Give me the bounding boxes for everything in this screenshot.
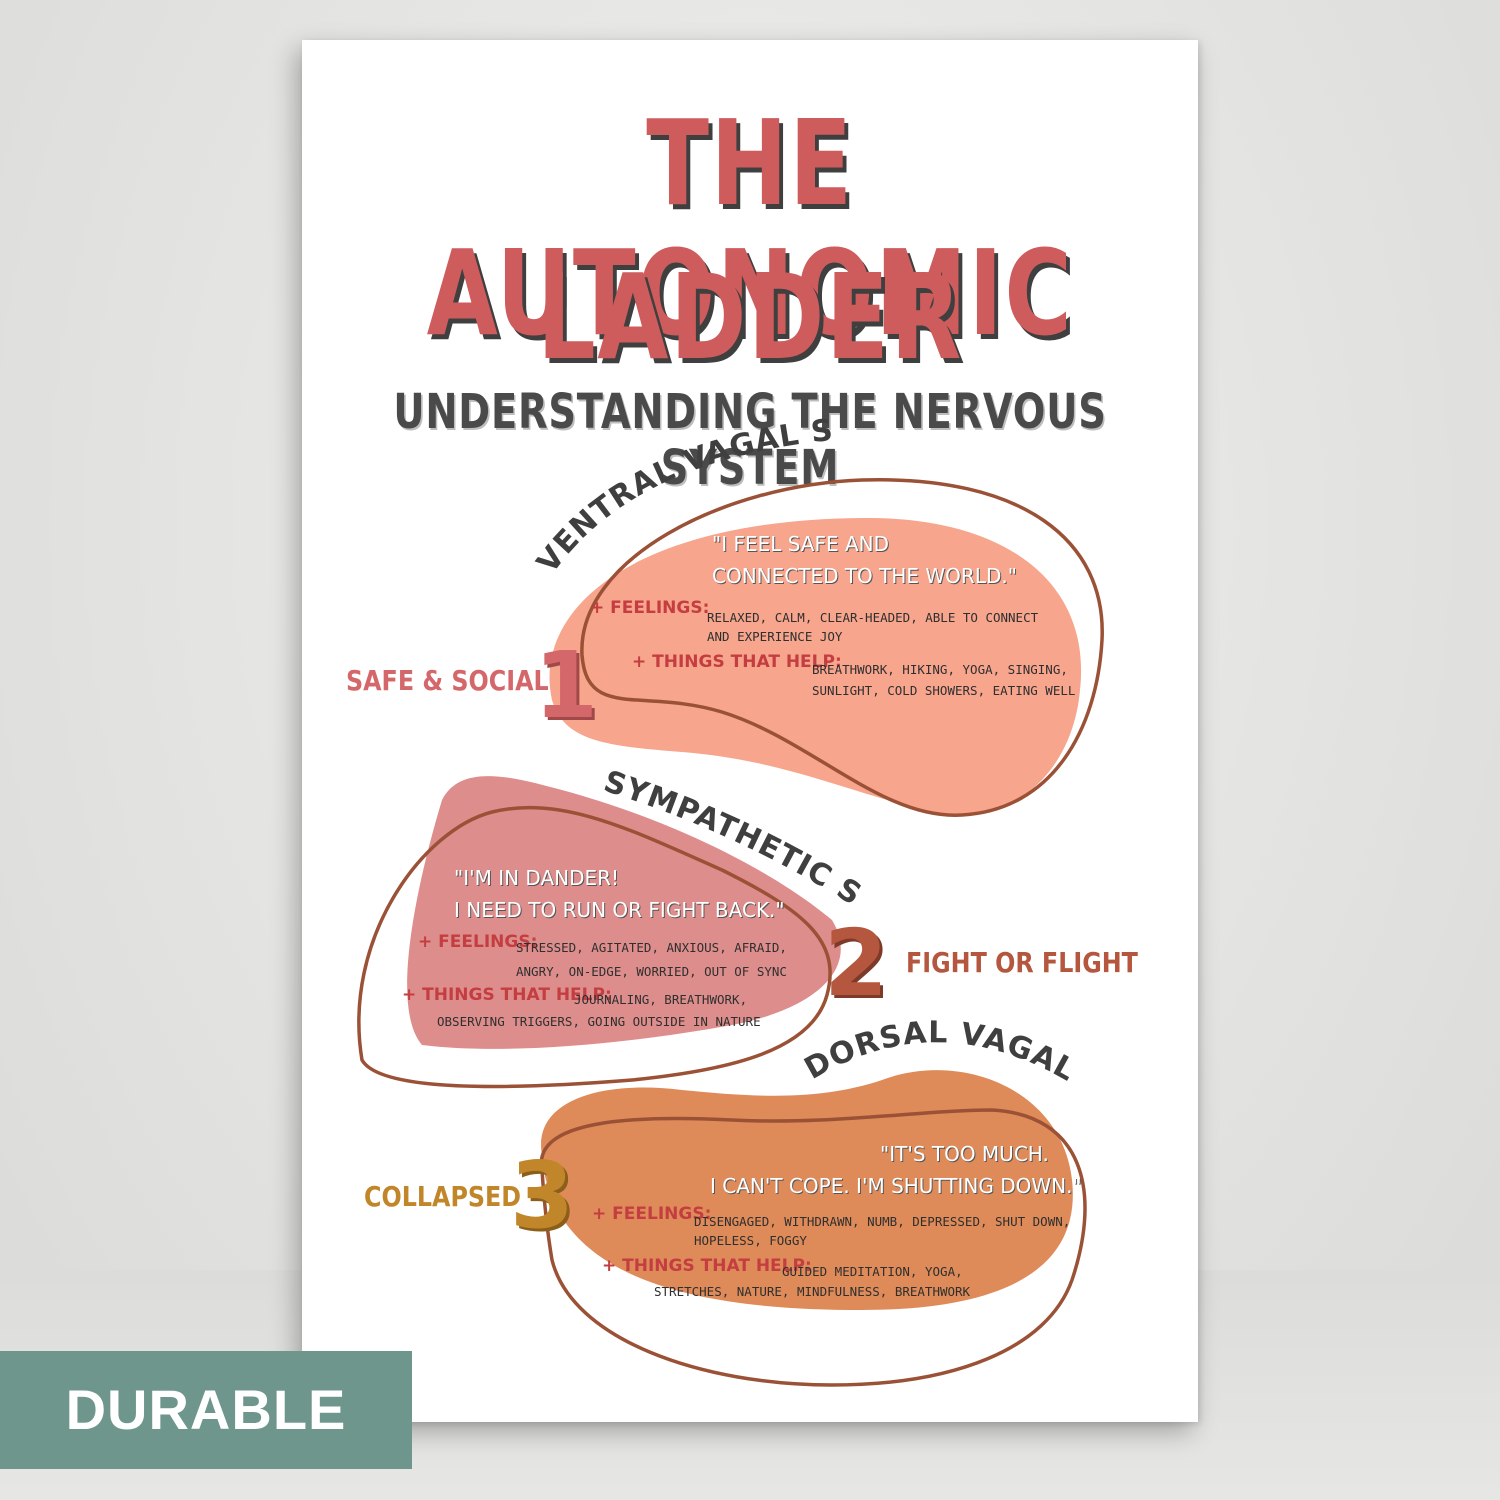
state2-help-line1: JOURNALING, BREATHWORK, [574,992,748,1007]
state2-quote-line1: "I'M IN DANDER! [454,866,620,890]
state3-number: 3 [510,1142,575,1249]
state3-feelings-line1: DISENGAGED, WITHDRAWN, NUMB, DEPRESSED, … [694,1214,1071,1229]
state1-feelings-line1: RELAXED, CALM, CLEAR-HEADED, ABLE TO CON… [707,610,1039,625]
state3-quote-line1: "IT'S TOO MUCH. [880,1142,1049,1166]
state3-help-line1: GUIDED MEDITATION, YOGA, [782,1264,963,1279]
state3-fill-blob [541,1070,1073,1310]
state1-outline [580,478,1104,817]
state2-name: SYMPATHETIC STATE [302,40,868,913]
state3-outline [539,1108,1087,1387]
state1-feelings-line2: AND EXPERIENCE JOY [707,629,843,644]
state3-side-label: COLLAPSED [364,1180,522,1213]
state1-feelings-label: + FEELINGS: [590,598,710,618]
state2-feelings-label: + FEELINGS: [418,932,538,952]
state2-outline [357,805,832,1089]
durable-badge-label: DURABLE [65,1378,347,1441]
durable-badge: DURABLE [0,1351,412,1469]
state2-side-label: FIGHT OR FLIGHT [906,946,1138,979]
state2-help-line2: OBSERVING TRIGGERS, GOING OUTSIDE IN NAT… [437,1014,761,1029]
state2-feelings-line2: ANGRY, ON-EDGE, WORRIED, OUT OF SYNC [516,964,787,979]
state2-help-label: + THINGS THAT HELP: [402,985,612,1005]
poster-title-line1: THE AUTONOMIC [426,94,1074,362]
state1-quote-line2: CONNECTED TO THE WORLD." [712,564,1017,588]
state3-feelings-line2: HOPELESS, FOGGY [694,1233,807,1248]
state3-quote-line2: I CAN'T COPE. I'M SHUTTING DOWN." [710,1174,1082,1198]
state2-quote-line2: I NEED TO RUN OR FIGHT BACK." [454,898,785,922]
state1-side-label: SAFE & SOCIAL [346,664,549,697]
state2-fill-blob [407,776,841,1049]
poster-title-line2: LADDER [537,248,963,386]
blob-shapes: VENTRAL VAGAL STATE SYMPATHETIC STATE DO… [302,40,1104,1387]
state1-fill-blob [549,517,1082,816]
poster: THE AUTONOMIC LADDER UNDERSTANDING THE N… [302,40,1198,1422]
poster-subtitle: UNDERSTANDING THE NERVOUS SYSTEM [393,384,1107,496]
state2-feelings-line1: STRESSED, AGITATED, ANXIOUS, AFRAID, [516,940,787,955]
state1-quote-line1: "I FEEL SAFE AND [712,532,890,556]
state3-help-label: + THINGS THAT HELP: [602,1256,812,1276]
state1-number: 1 [534,632,599,739]
state1-help-line1: BREATHWORK, HIKING, YOGA, SINGING, [812,662,1068,677]
state2-number: 2 [824,910,889,1017]
state1-help-label: + THINGS THAT HELP: [632,652,842,672]
state3-feelings-label: + FEELINGS: [592,1204,712,1224]
state1-help-line2: SUNLIGHT, COLD SHOWERS, EATING WELL [812,683,1076,698]
state3-help-line2: STRETCHES, NATURE, MINDFULNESS, BREATHWO… [654,1284,971,1299]
